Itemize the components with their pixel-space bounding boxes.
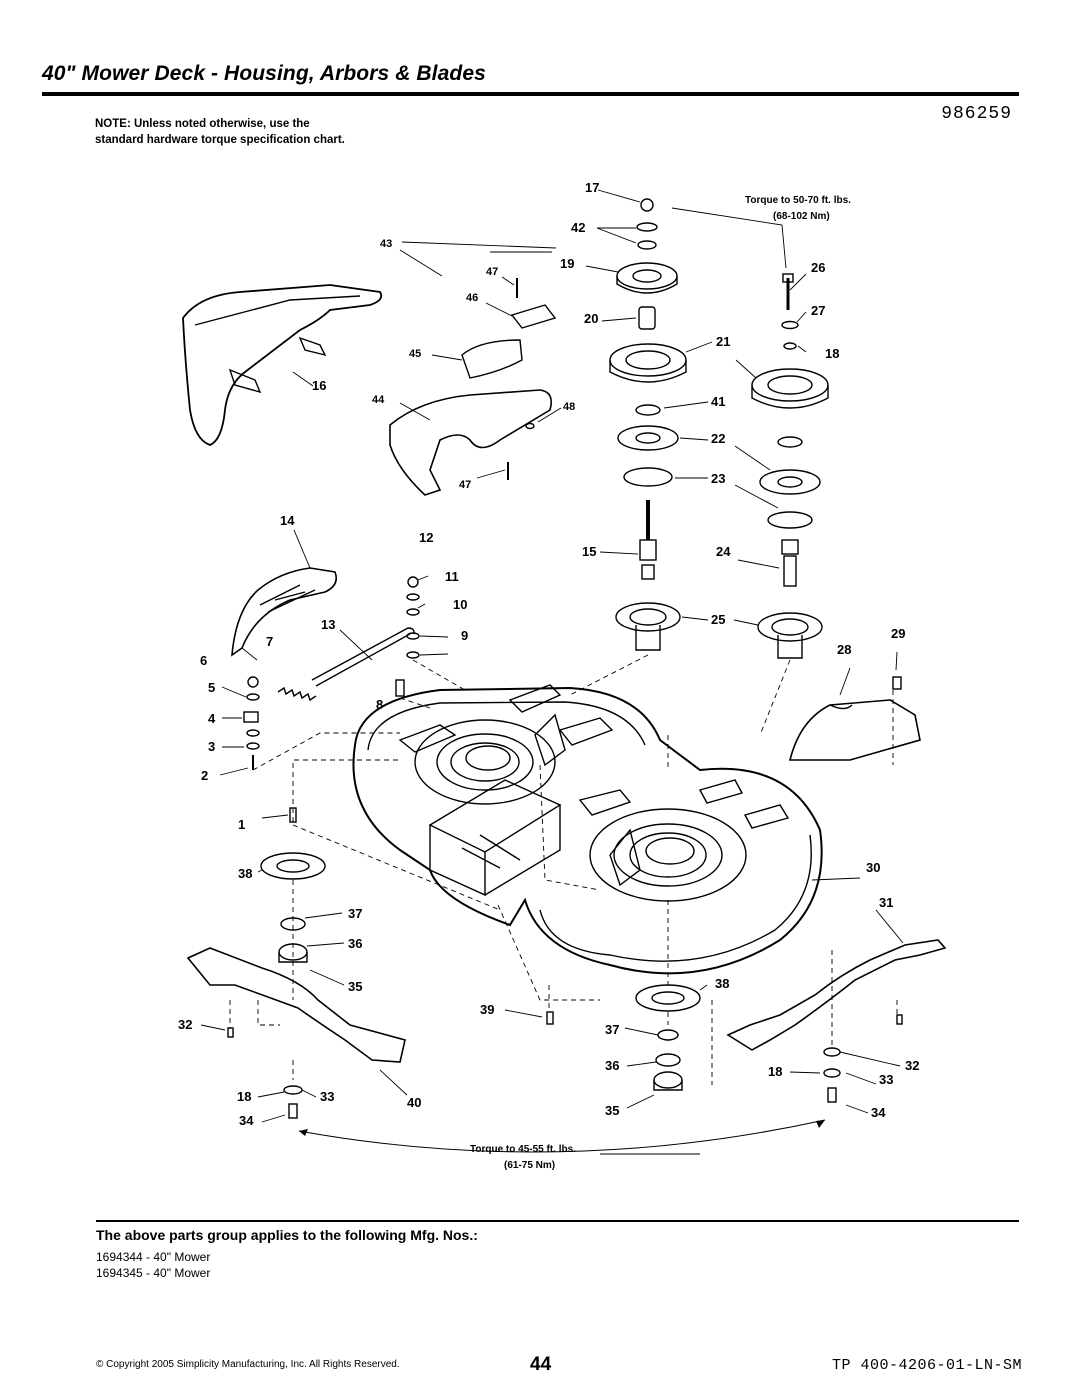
document-id: TP 400-4206-01-LN-SM bbox=[831, 1357, 1022, 1374]
callout-4: 4 bbox=[208, 711, 216, 726]
belt-guard-plate-part-44 bbox=[389, 389, 553, 496]
callout-47-bottom: 47 bbox=[459, 479, 471, 491]
callout-30: 30 bbox=[866, 860, 880, 875]
callout-10: 10 bbox=[453, 597, 467, 612]
page-number: 44 bbox=[530, 1354, 552, 1375]
callout-3: 3 bbox=[208, 739, 215, 754]
callout-14: 14 bbox=[280, 513, 295, 528]
callout-32-right: 32 bbox=[905, 1058, 919, 1073]
title-rule bbox=[42, 92, 1019, 96]
callout-19: 19 bbox=[560, 256, 574, 271]
mfg-number-2: 1694345 - 40" Mower bbox=[96, 1266, 211, 1280]
callout-1: 1 bbox=[238, 817, 245, 832]
rod-part-13 bbox=[311, 627, 415, 687]
callout-43: 43 bbox=[380, 238, 392, 250]
callout-7: 7 bbox=[266, 634, 273, 649]
callout-39: 39 bbox=[480, 1002, 494, 1017]
mower-deck-housing bbox=[352, 684, 823, 975]
callout-5: 5 bbox=[208, 680, 215, 695]
callout-47-top: 47 bbox=[486, 266, 498, 278]
callout-6: 6 bbox=[200, 653, 207, 668]
upper-torque-line2: (68-102 Nm) bbox=[773, 211, 830, 222]
callout-38-left: 38 bbox=[238, 866, 252, 881]
right-spindle-stack bbox=[751, 273, 829, 659]
callout-48: 48 bbox=[563, 401, 575, 413]
callout-36-left: 36 bbox=[348, 936, 362, 951]
bracket-part-45 bbox=[461, 339, 523, 379]
diagram-part-number: 986259 bbox=[941, 104, 1012, 124]
callout-20: 20 bbox=[584, 311, 598, 326]
callout-41: 41 bbox=[711, 394, 725, 409]
lower-torque-line2: (61-75 Nm) bbox=[504, 1160, 555, 1171]
callout-46: 46 bbox=[466, 292, 478, 304]
leader-lines bbox=[200, 189, 904, 1123]
callout-33-right: 33 bbox=[879, 1072, 893, 1087]
callout-18-right: 18 bbox=[768, 1064, 782, 1079]
callout-18-top: 18 bbox=[825, 346, 839, 361]
callout-33-left: 33 bbox=[320, 1089, 334, 1104]
mfg-number-1: 1694344 - 40" Mower bbox=[96, 1250, 211, 1264]
callout-31: 31 bbox=[879, 895, 893, 910]
callout-25: 25 bbox=[711, 612, 725, 627]
torque-arrow-line bbox=[298, 1119, 826, 1153]
upper-torque-line1: Torque to 50-70 ft. lbs. bbox=[745, 195, 851, 206]
torque-arrow-right bbox=[816, 1120, 825, 1128]
callout-40: 40 bbox=[407, 1095, 421, 1110]
callout-24: 24 bbox=[716, 544, 731, 559]
torque-arrow-left bbox=[299, 1129, 308, 1136]
callout-42: 42 bbox=[571, 220, 585, 235]
deflector-part-28 bbox=[788, 699, 921, 761]
applies-heading: The above parts group applies to the fol… bbox=[96, 1227, 478, 1243]
callout-37-left: 37 bbox=[348, 906, 362, 921]
callout-26: 26 bbox=[811, 260, 825, 275]
callout-37-right: 37 bbox=[605, 1022, 619, 1037]
belt-cover-part-16 bbox=[182, 284, 383, 446]
lower-torque-line1: Torque to 45-55 ft. lbs. bbox=[470, 1144, 576, 1155]
right-blade bbox=[726, 939, 947, 1051]
callout-13: 13 bbox=[321, 617, 335, 632]
callout-21: 21 bbox=[716, 334, 730, 349]
left-hardware bbox=[227, 278, 903, 1038]
blade-shield-part-14 bbox=[231, 567, 338, 657]
callout-35-right: 35 bbox=[605, 1103, 619, 1118]
callout-44: 44 bbox=[372, 394, 385, 406]
callout-numbers: 17 42 19 20 21 41 22 23 15 24 25 26 27 1… bbox=[178, 180, 919, 1128]
callout-11: 11 bbox=[445, 569, 459, 584]
callout-36-right: 36 bbox=[605, 1058, 619, 1073]
spring-part-7 bbox=[277, 686, 317, 702]
left-blade bbox=[186, 947, 406, 1063]
callout-34-left: 34 bbox=[239, 1113, 254, 1128]
alignment-lines bbox=[229, 654, 898, 1085]
page-title: 40" Mower Deck - Housing, Arbors & Blade… bbox=[42, 62, 486, 85]
callout-38-right: 38 bbox=[715, 976, 729, 991]
callout-15: 15 bbox=[582, 544, 596, 559]
footer-rule bbox=[96, 1220, 1019, 1222]
callout-28: 28 bbox=[837, 642, 851, 657]
callout-8: 8 bbox=[376, 697, 383, 712]
callout-32-left: 32 bbox=[178, 1017, 192, 1032]
center-spindle-stack bbox=[609, 198, 687, 651]
callout-18-left: 18 bbox=[237, 1089, 251, 1104]
callout-22: 22 bbox=[711, 431, 725, 446]
callout-2: 2 bbox=[201, 768, 208, 783]
copyright: © Copyright 2005 Simplicity Manufacturin… bbox=[96, 1359, 400, 1370]
callout-9: 9 bbox=[461, 628, 468, 643]
callout-16: 16 bbox=[312, 378, 326, 393]
callout-12: 12 bbox=[419, 530, 433, 545]
callout-34-right: 34 bbox=[871, 1105, 886, 1120]
callout-29: 29 bbox=[891, 626, 905, 641]
callout-27: 27 bbox=[811, 303, 825, 318]
bracket-part-46 bbox=[510, 304, 557, 329]
callout-17: 17 bbox=[585, 180, 599, 195]
lower-right-spindle-stack bbox=[635, 984, 841, 1103]
callout-45: 45 bbox=[409, 348, 421, 360]
callout-23: 23 bbox=[711, 471, 725, 486]
torque-note: NOTE: Unless noted otherwise, use the st… bbox=[95, 118, 345, 146]
callout-35-left: 35 bbox=[348, 979, 362, 994]
